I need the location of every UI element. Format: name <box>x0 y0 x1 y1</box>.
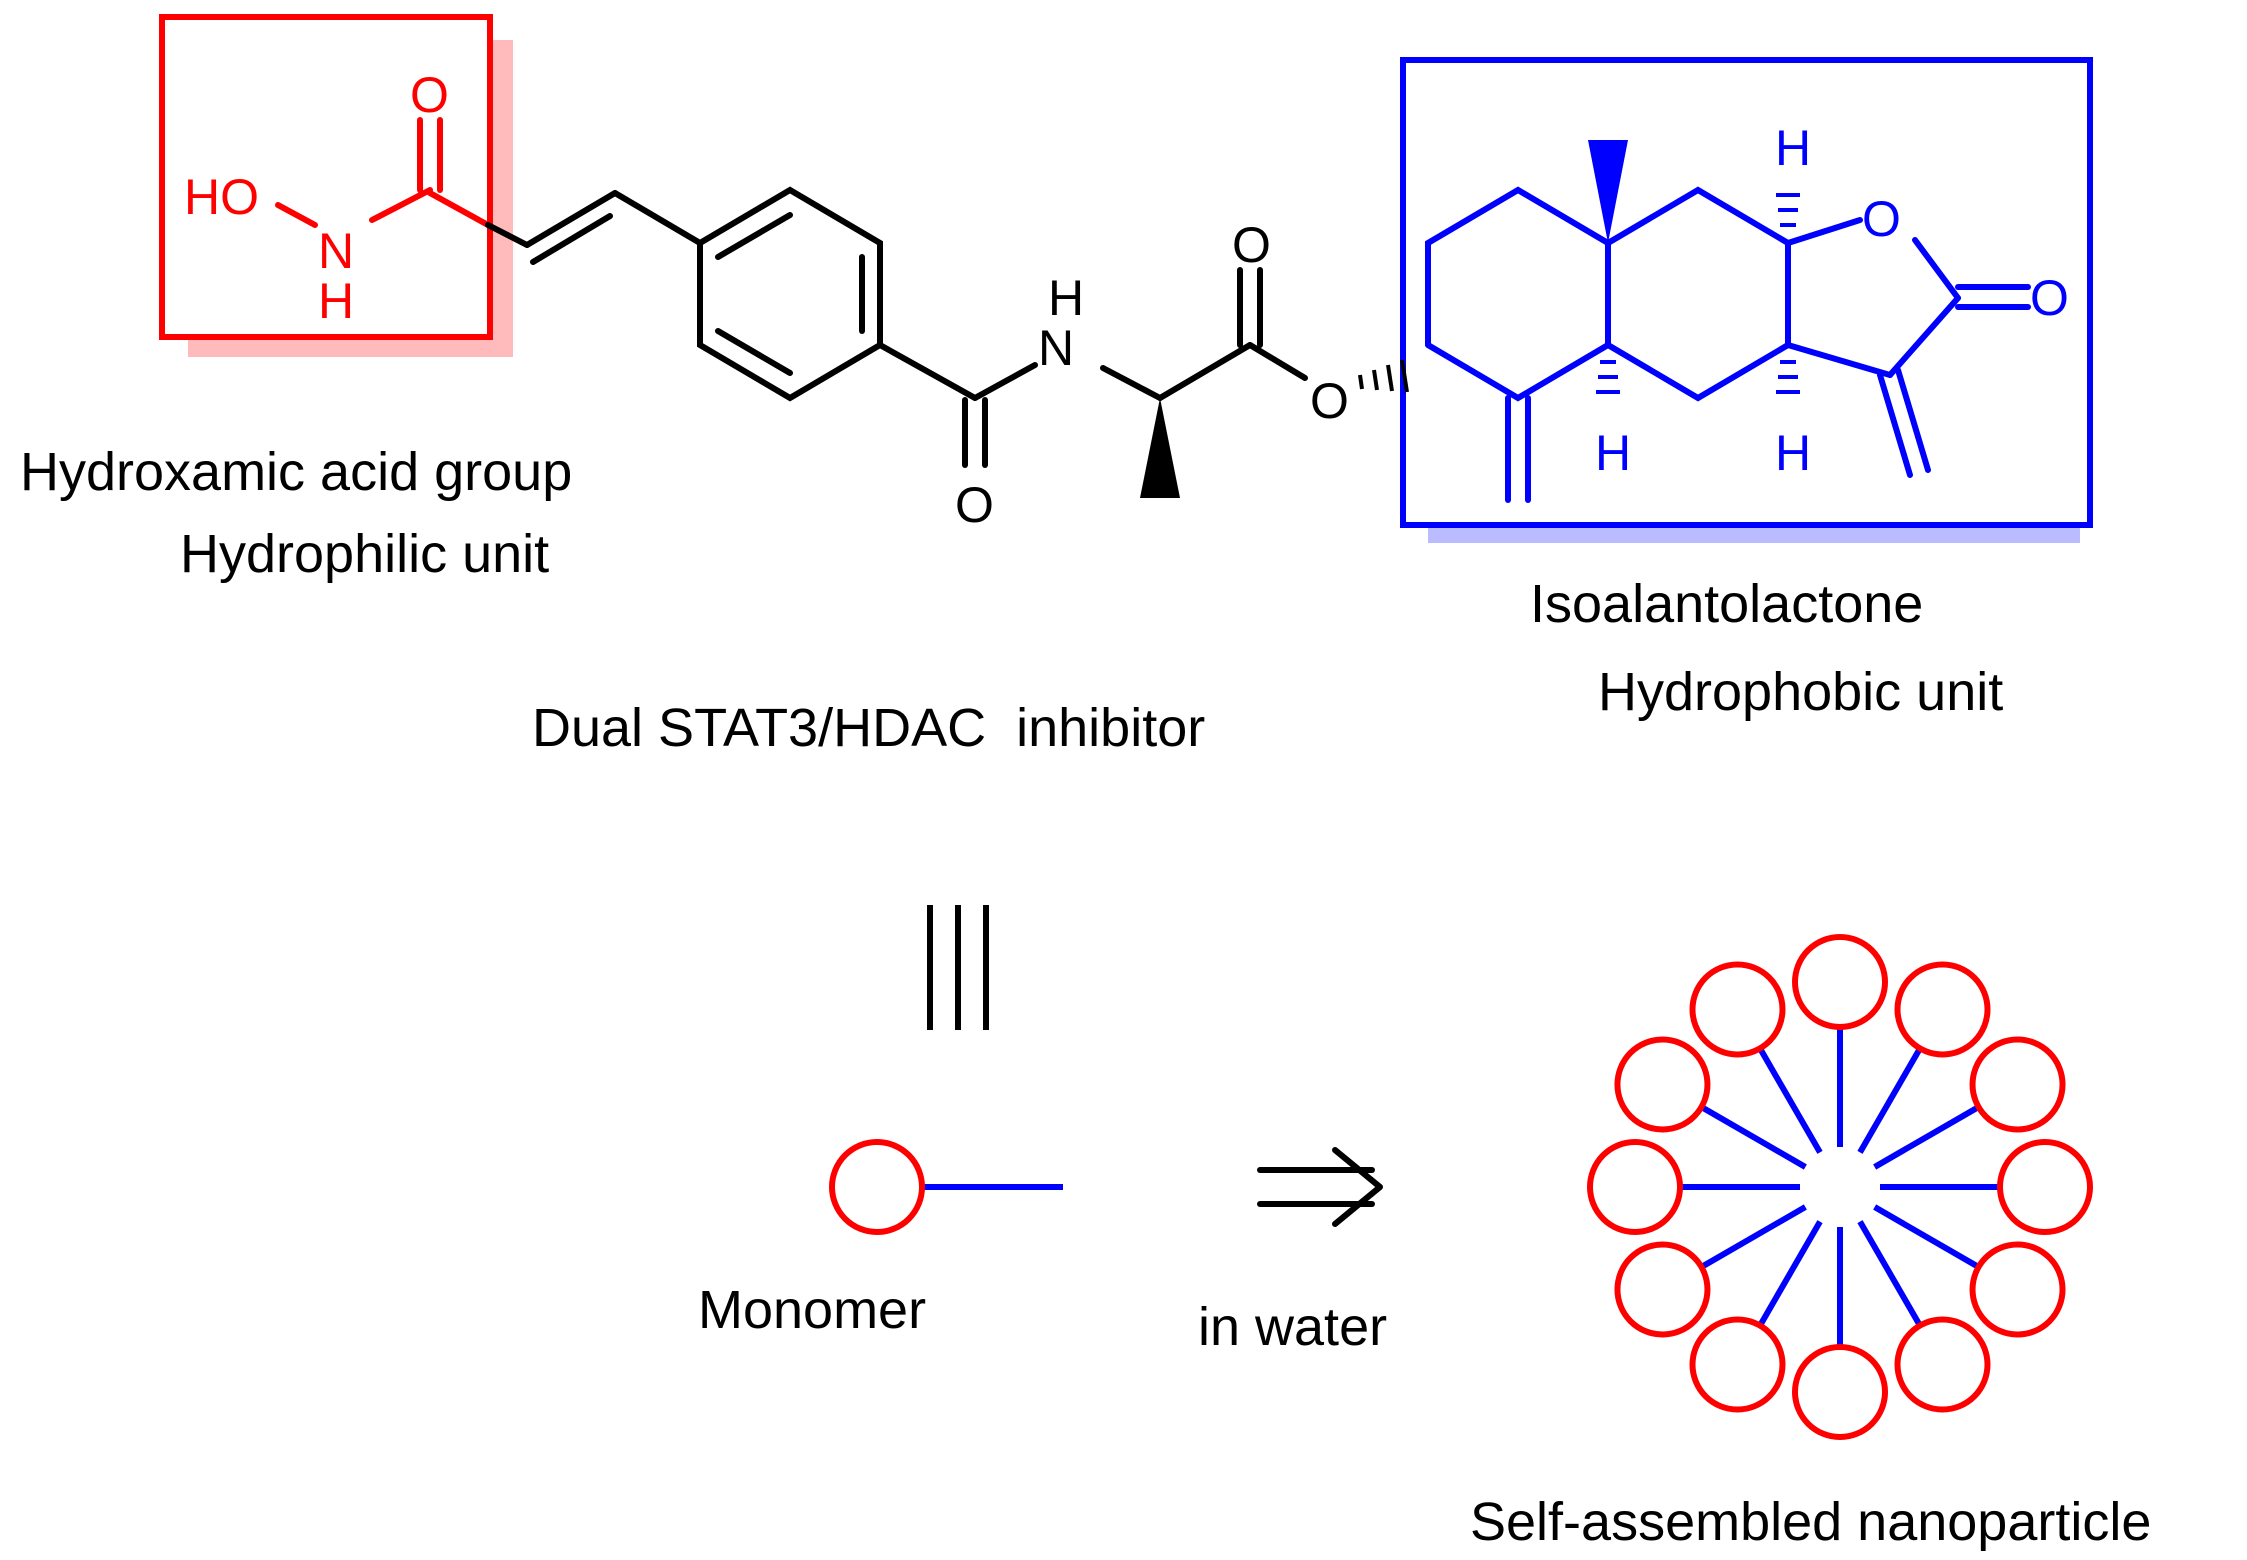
bond-o-carbonyl <box>1912 237 1961 301</box>
ester-o-label: O <box>1310 373 1349 429</box>
bond-carbonyl-alpha <box>1887 295 1961 378</box>
bond-alkene-double-1 <box>524 190 618 248</box>
linker-structure <box>485 186 1308 468</box>
isoalantolactone-structure <box>1425 186 2031 503</box>
nanoparticle-head <box>1689 1316 1786 1413</box>
monomer-head <box>829 1139 925 1235</box>
bond-alkene-a <box>485 222 530 248</box>
monomer-graphic <box>829 1139 1063 1235</box>
bond-carbonyl-n <box>972 362 1038 401</box>
nanoparticle-head <box>1792 1344 1888 1440</box>
nanoparticle-head <box>1614 1241 1711 1338</box>
bond-ester-o <box>1247 342 1308 381</box>
nanoparticle-head <box>1894 1316 1991 1413</box>
hydrophilic-box <box>159 14 493 340</box>
nanoparticle-head <box>1969 1241 2066 1338</box>
bond-c-alpha <box>427 190 491 228</box>
bond-ring-carbonyl <box>877 342 978 401</box>
stereo-h-bottom-left: H <box>1595 425 1631 481</box>
exo-methylene-1b <box>1895 367 1931 473</box>
hydrophobic-caption-1: Isoalantolactone <box>1530 574 1923 634</box>
self-assembled-nanoparticle <box>1587 934 2093 1440</box>
bond-to-ring <box>612 190 703 246</box>
nanoparticle-head <box>1614 1036 1711 1133</box>
compound-caption: Dual STAT3/HDAC inhibitor <box>532 698 1205 758</box>
hydroxamic-acid-structure <box>275 117 491 228</box>
stereo-h-bottom-right: H <box>1775 425 1811 481</box>
amide-o-label: O <box>955 477 994 533</box>
nanoparticle-head <box>1969 1036 2066 1133</box>
nanoparticle-tail <box>1757 1220 1823 1328</box>
monomer-caption: Monomer <box>698 1280 926 1340</box>
nanoparticle-head <box>1792 934 1888 1030</box>
nanoparticle-head <box>1894 961 1991 1058</box>
hydrophilic-caption-1: Hydroxamic acid group <box>20 442 572 502</box>
benzene-inner-1 <box>715 212 793 260</box>
wedge-angular-methyl <box>1588 140 1628 243</box>
bond-alkene-double-2 <box>530 213 613 265</box>
wedge-methyl <box>1140 398 1180 498</box>
hydrophobic-highlight <box>1400 57 2093 543</box>
carbonyl-o-label: O <box>410 67 449 123</box>
hydrophilic-highlight <box>159 14 513 357</box>
hydrophilic-caption-2: Hydrophilic unit <box>180 524 549 584</box>
bond-alpha-ring <box>1785 342 1893 378</box>
nanoparticle-tail <box>1699 1204 1807 1270</box>
nanoparticle-tail <box>1857 1220 1923 1328</box>
nanoparticle-tail <box>1699 1104 1807 1170</box>
bond-n-c <box>369 187 433 223</box>
double-arrow-right-icon <box>1257 1147 1383 1227</box>
nanoparticle-head <box>1689 961 1786 1058</box>
nanoparticle-head <box>1997 1139 2093 1235</box>
bond-o-n <box>275 202 318 228</box>
bond-c-o-lactone <box>1785 217 1863 246</box>
bond-calpha-ester <box>1157 342 1253 401</box>
hydrophobic-caption-2: Hydrophobic unit <box>1598 662 2003 722</box>
nanoparticle-head <box>1587 1139 1683 1235</box>
equivalence-bars <box>927 905 989 1030</box>
bond-n-calpha <box>1100 365 1163 401</box>
benzene-ring <box>697 186 883 402</box>
amide-nh-label-black: H <box>1048 270 1084 326</box>
hydrophobic-box <box>1400 57 2093 528</box>
hydroxyl-label: HO <box>184 169 259 225</box>
lactone-carbonyl-o-label: O <box>2030 270 2069 326</box>
ester-carbonyl-o-label: O <box>1232 217 1271 273</box>
hashed-bonds-stereo <box>1596 193 1800 394</box>
nanoparticle-tail <box>1857 1046 1923 1154</box>
nanoparticle-tail <box>1873 1104 1981 1170</box>
benzene-inner-3 <box>715 328 793 376</box>
hashed-bond-ester <box>1358 359 1409 393</box>
exo-methylene-1a <box>1877 372 1913 478</box>
product-caption: Self-assembled nanoparticle <box>1470 1492 2151 1552</box>
amide-n-h-label: H <box>318 273 354 329</box>
stereo-h-top: H <box>1775 120 1811 176</box>
nanoparticle-tail <box>1873 1204 1981 1270</box>
ring-b <box>1605 186 1791 402</box>
amide-n-label: N <box>318 223 354 279</box>
nanoparticle-tail <box>1757 1046 1823 1154</box>
lactone-ring-o-label: O <box>1862 191 1901 247</box>
condition-caption: in water <box>1198 1297 1387 1357</box>
amide-n-label-black: N <box>1038 320 1074 376</box>
